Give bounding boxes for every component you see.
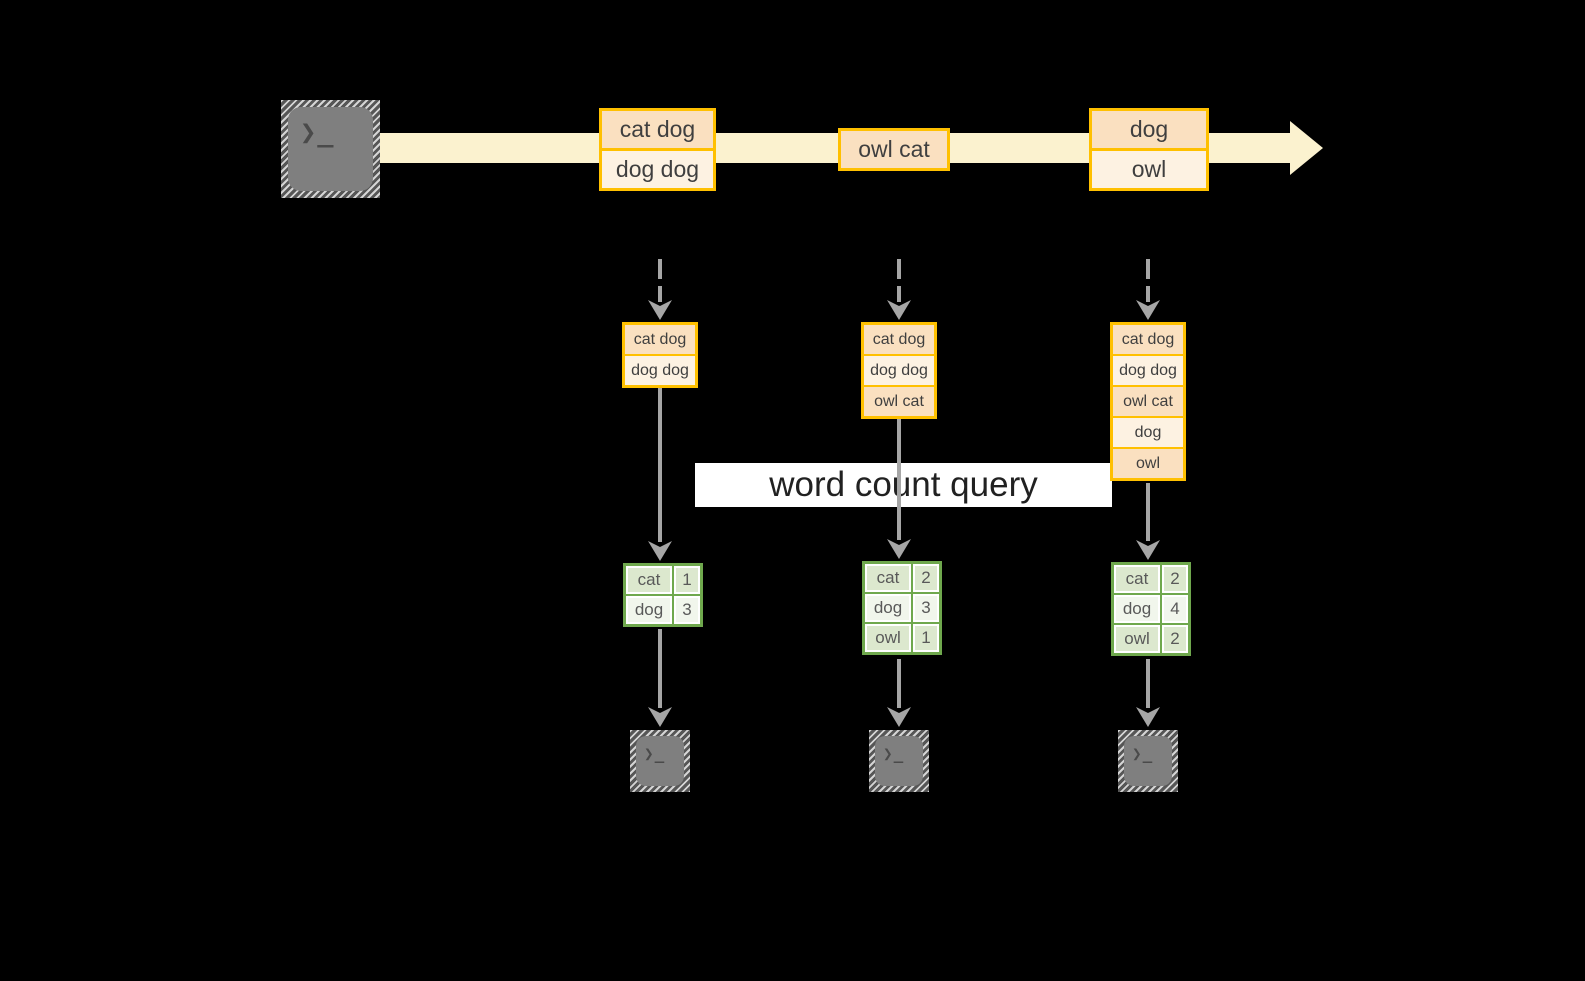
table-cell-word: cat [865,564,911,592]
stack-row: owl cat [1113,385,1183,416]
flow-arrow-1-head [648,541,672,561]
sink-arrow-1-head [648,707,672,727]
flow-arrow-3-head [1136,540,1160,560]
stack-row: owl cat [864,385,934,416]
stack-row: dog [1113,416,1183,447]
timeline-batch-1: cat dog dog dog [599,108,716,191]
stack-row: dog dog [625,354,695,385]
table-cell-count: 1 [674,566,700,594]
terminal-prompt-glyph: ❯_ [1132,744,1154,763]
micro-batch-stack-2: cat dog dog dog owl cat [861,322,937,419]
terminal-prompt-glyph: ❯_ [644,744,666,763]
stack-row: cat dog [1113,325,1183,354]
query-label: word count query [769,465,1038,504]
sink-arrow-3-head [1136,707,1160,727]
result-table-3: cat 2 dog 4 owl 2 [1111,562,1191,656]
table-cell-word: dog [626,596,672,624]
batch-row: dog dog [602,148,713,188]
flow-arrow-2-head [887,539,911,559]
table-cell-word: owl [1114,625,1160,653]
terminal-prompt-glyph: ❯_ [883,744,905,763]
batch-row: owl [1092,148,1206,188]
result-table-1: cat 1 dog 3 [623,563,703,627]
sink-terminal-icon-1: ❯_ [630,730,690,792]
dashed-arrow-2-head [887,300,911,320]
stack-row: dog dog [864,354,934,385]
micro-batch-stack-1: cat dog dog dog [622,322,698,388]
stack-row: cat dog [625,325,695,354]
batch-row: owl cat [841,131,947,168]
dashed-arrow-3-head [1136,300,1160,320]
table-cell-count: 2 [1162,625,1188,653]
timeline-batch-3: dog owl [1089,108,1209,191]
stream-arrow-head [1290,121,1323,175]
table-cell-word: dog [865,594,911,622]
sink-arrow-2-head [887,707,911,727]
table-cell-word: cat [626,566,672,594]
stack-row: owl [1113,447,1183,478]
batch-row: dog [1092,111,1206,148]
sink-terminal-icon-3: ❯_ [1118,730,1178,792]
table-cell-count: 2 [1162,565,1188,593]
query-label-banner: word count query [695,463,1112,507]
timeline-batch-2: owl cat [838,128,950,171]
table-cell-word: cat [1114,565,1160,593]
table-cell-count: 3 [674,596,700,624]
table-cell-word: dog [1114,595,1160,623]
batch-row: cat dog [602,111,713,148]
stack-row: cat dog [864,325,934,354]
dashed-arrow-1-head [648,300,672,320]
sink-terminal-icon-2: ❯_ [869,730,929,792]
terminal-prompt-glyph: ❯_ [300,117,335,148]
table-cell-word: owl [865,624,911,652]
table-cell-count: 2 [913,564,939,592]
result-table-2: cat 2 dog 3 owl 1 [862,561,942,655]
source-terminal-icon: ❯_ [281,100,380,198]
micro-batch-stack-3: cat dog dog dog owl cat dog owl [1110,322,1186,481]
table-cell-count: 1 [913,624,939,652]
table-cell-count: 4 [1162,595,1188,623]
stack-row: dog dog [1113,354,1183,385]
table-cell-count: 3 [913,594,939,622]
